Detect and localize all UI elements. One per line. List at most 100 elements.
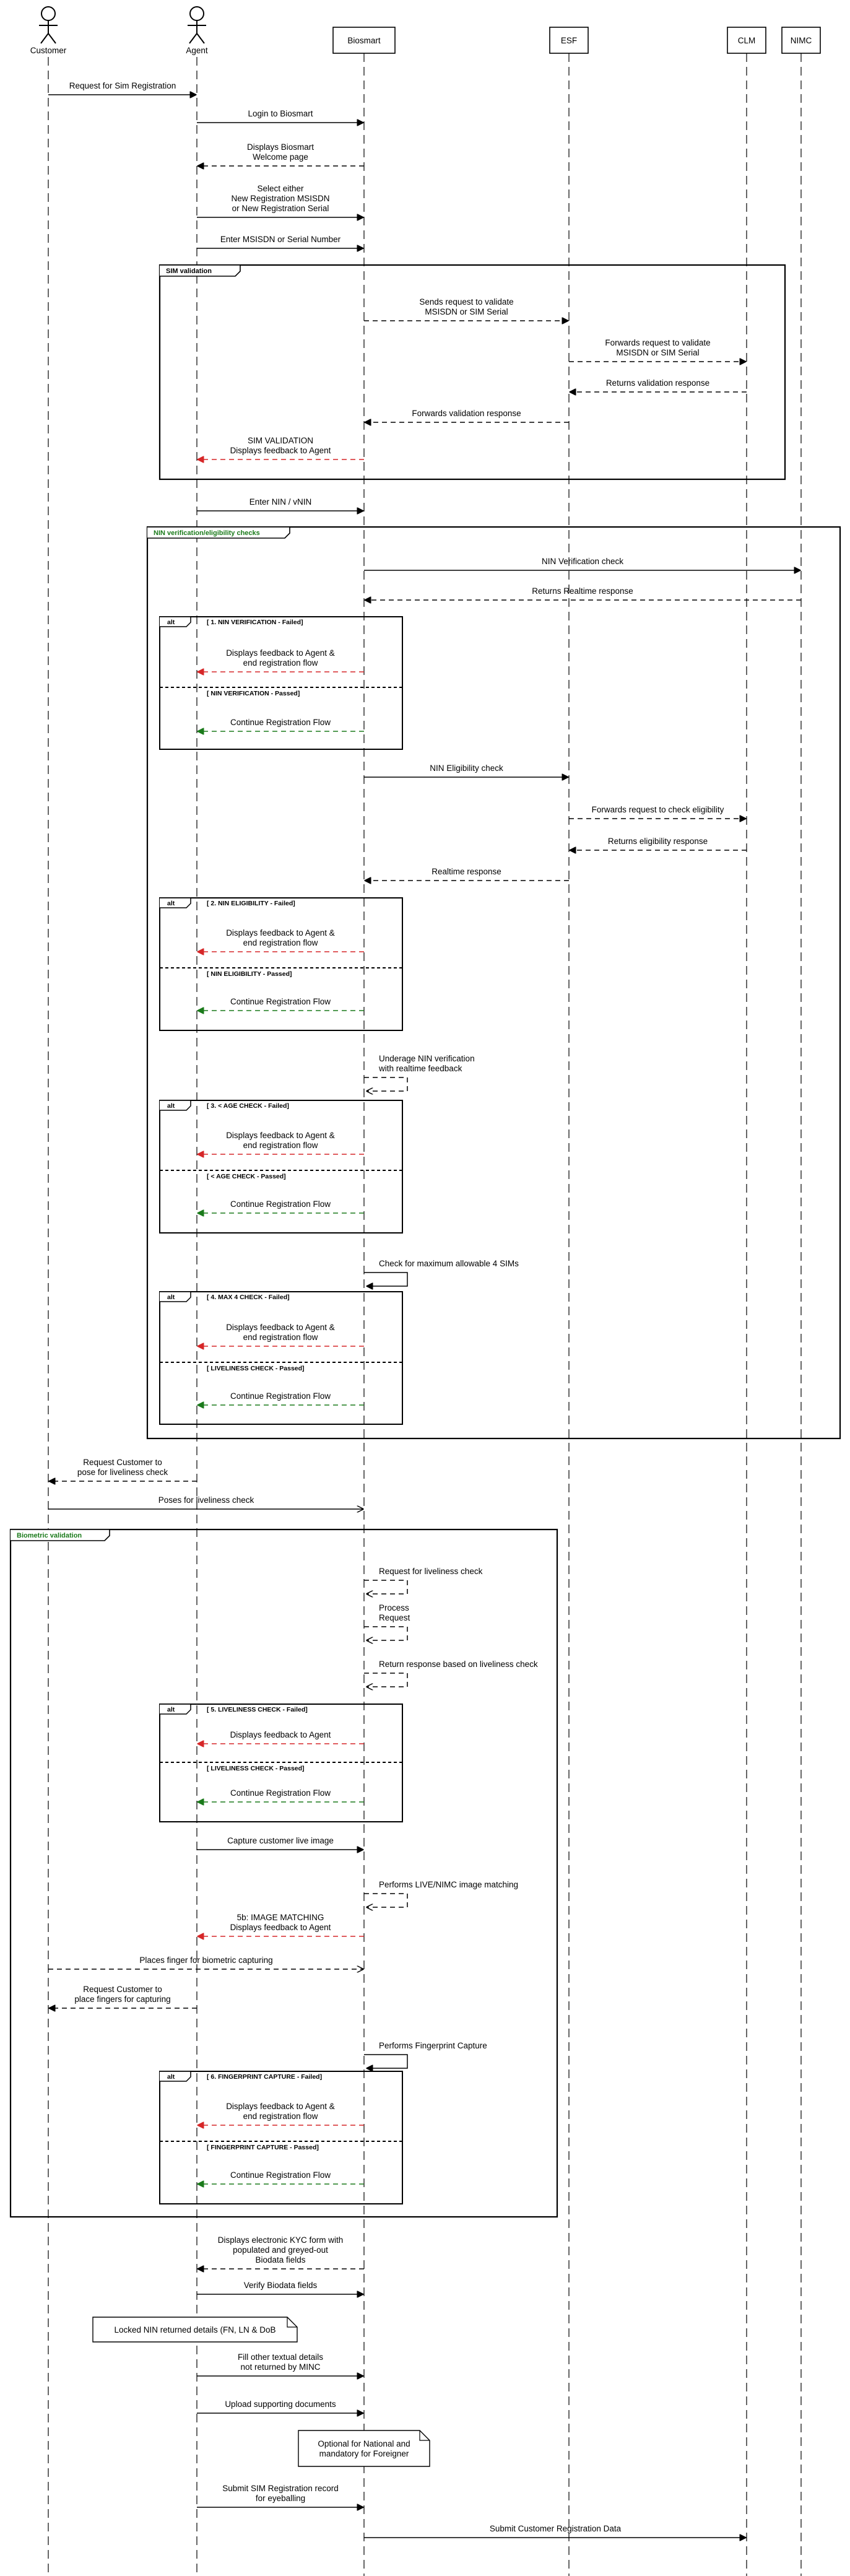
participant-biosmart: [332, 27, 396, 54]
alt-block-3: [159, 1100, 403, 1234]
message-25: [364, 1272, 408, 1286]
message-label: Continue Registration Flow: [230, 718, 331, 727]
alt-keyword: alt: [167, 1294, 175, 1301]
message-32: [364, 1673, 408, 1687]
participant-agent: [188, 6, 206, 44]
alt-block-5: [159, 1704, 403, 1822]
message-label: Return response based on liveliness chec…: [379, 1660, 538, 1669]
alt-guard: [ LIVELINESS CHECK - Passed]: [207, 1765, 305, 1772]
message-label: Realtime response: [432, 867, 501, 876]
alt-block-1: [159, 616, 403, 750]
self-message-arrow: [364, 2054, 408, 2068]
participant-label: Agent: [186, 46, 208, 55]
message-label: Returns validation response: [606, 378, 709, 388]
self-message-arrow: [364, 1272, 408, 1286]
alt-guard: [ < AGE CHECK - Passed]: [207, 1173, 286, 1180]
participant-box: [781, 27, 821, 54]
actor-head-icon: [189, 6, 204, 21]
participant-label: Biosmart: [347, 36, 381, 45]
actor-body-icon: [39, 20, 58, 44]
alt-keyword: alt: [167, 619, 175, 626]
actor-body-icon: [188, 20, 206, 44]
alt-block-2: [159, 897, 403, 1031]
frame-label: NIN verification/eligibility checks: [154, 529, 260, 537]
alt-tab: [160, 1291, 191, 1302]
alt-border: [159, 616, 403, 750]
alt-block-4: [159, 1291, 403, 1425]
participant-clm: [727, 27, 766, 54]
message-label: Poses for liveliness check: [158, 1495, 254, 1505]
frame-tab: [11, 1529, 110, 1541]
message-label: Enter MSISDN or Serial Number: [220, 235, 341, 244]
message-label: Displays feedback to Agent &end registra…: [226, 1131, 335, 1150]
self-message-arrow: [364, 1077, 408, 1091]
message-label: Capture customer live image: [227, 1836, 334, 1845]
frame-2: [146, 526, 841, 1440]
frame-3: [9, 1528, 558, 2218]
message-label: Submit Customer Registration Data: [490, 2524, 622, 2533]
alt-guard: [ 1. NIN VERIFICATION - Failed]: [207, 619, 303, 626]
message-label: Request for Sim Registration: [69, 81, 176, 90]
message-label: Continue Registration Flow: [230, 1788, 331, 1798]
alt-guard: [ NIN VERIFICATION - Passed]: [207, 690, 300, 697]
message-label: Displays feedback to Agent: [230, 1730, 331, 1739]
message-36: [364, 1893, 408, 1907]
message-label: Returns Realtime response: [532, 586, 633, 596]
message-label: Enter NIN / vNIN: [249, 497, 312, 507]
alt-keyword: alt: [167, 1706, 175, 1713]
actor-head-icon: [41, 6, 56, 21]
alt-keyword: alt: [167, 2073, 175, 2081]
message-label: Login to Biosmart: [248, 109, 313, 118]
alt-border: [159, 1291, 403, 1425]
message-label: Request for liveliness check: [379, 1567, 483, 1576]
message-label: Displays feedback to Agent &end registra…: [226, 648, 335, 668]
frame-tab: [147, 526, 290, 539]
message-label: Displays feedback to Agent &end registra…: [226, 928, 335, 947]
participant-box: [549, 27, 589, 54]
participant-label: CLM: [738, 36, 756, 45]
message-label: Check for maximum allowable 4 SIMs: [379, 1259, 519, 1268]
message-label: Upload supporting documents: [225, 2400, 336, 2409]
alt-tab: [160, 897, 191, 908]
alt-tab: [160, 2071, 191, 2082]
alt-guard: [ 2. NIN ELIGIBILITY - Failed]: [207, 900, 295, 907]
alt-guard: [ 6. FINGERPRINT CAPTURE - Failed]: [207, 2073, 322, 2081]
alt-guard: [ 5. LIVELINESS CHECK - Failed]: [207, 1706, 308, 1713]
note-1: [92, 2317, 298, 2343]
participant-box: [332, 27, 396, 54]
alt-keyword: alt: [167, 1102, 175, 1110]
alt-border: [159, 897, 403, 1031]
message-40: [364, 2054, 408, 2068]
message-label: Displays feedback to Agent &end registra…: [226, 1323, 335, 1342]
alt-guard: [ 3. < AGE CHECK - Failed]: [207, 1102, 289, 1110]
message-label: Verify Biodata fields: [244, 2281, 318, 2290]
participant-label: ESF: [561, 36, 577, 45]
message-label: Performs LIVE/NIMC image matching: [379, 1880, 518, 1889]
message-label: Continue Registration Flow: [230, 2170, 331, 2180]
frame-label: SIM validation: [166, 268, 212, 275]
message-label: NIN Verification check: [542, 557, 623, 566]
alt-guard: [ 4. MAX 4 CHECK - Failed]: [207, 1294, 290, 1301]
alt-guard: [ FINGERPRINT CAPTURE - Passed]: [207, 2144, 319, 2151]
frame-border: [9, 1528, 558, 2218]
alt-tab: [160, 616, 191, 627]
note-box: [298, 2430, 430, 2467]
message-30: [364, 1580, 408, 1594]
alt-border: [159, 1100, 403, 1234]
alt-tab: [160, 1704, 191, 1715]
self-message-arrow: [364, 1893, 408, 1907]
alt-tab: [160, 1100, 191, 1111]
note-fold: [287, 2317, 297, 2328]
alt-block-6: [159, 2071, 403, 2204]
message-label: Places finger for biometric capturing: [139, 1956, 272, 1965]
message-label: Continue Registration Flow: [230, 1391, 331, 1401]
